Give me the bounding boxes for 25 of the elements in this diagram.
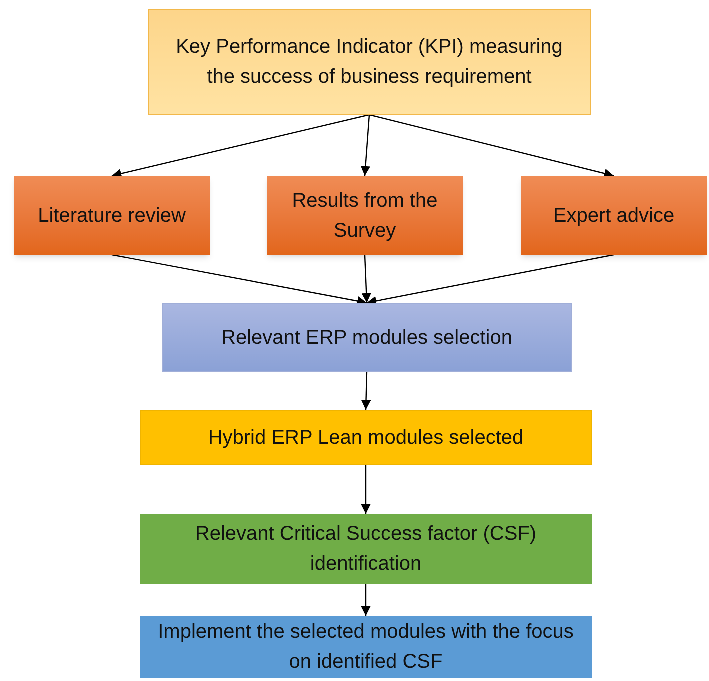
arrow [361, 465, 371, 514]
arrow [360, 114, 370, 176]
process-box [521, 176, 707, 255]
process-box [267, 176, 463, 255]
node-text: Relevant Critical Success factor (CSF) identification [194, 522, 538, 577]
process-box [140, 410, 592, 465]
arrow [112, 254, 368, 306]
arrow [361, 372, 372, 410]
node-text: Expert advice [553, 204, 675, 228]
arrow [112, 114, 370, 178]
process-box [148, 9, 591, 115]
arrow [366, 254, 614, 306]
node-text: Key Performance Indicator (KPI) measuring the success of business requirement [175, 35, 564, 90]
node-text: Implement the selected modules with the focus on identified CSF [157, 620, 575, 675]
arrow [362, 254, 372, 304]
process-box [140, 616, 592, 678]
process-box [14, 176, 210, 255]
arrow [369, 114, 614, 178]
node-text: Hybrid ERP Lean modules selected [208, 426, 524, 450]
node-text: Literature review [38, 204, 186, 228]
node-text: Results from the Survey [291, 188, 439, 244]
node-text: Relevant ERP modules selection [222, 326, 512, 350]
process-box [140, 514, 592, 584]
process-box [162, 303, 572, 372]
arrow [361, 584, 371, 616]
